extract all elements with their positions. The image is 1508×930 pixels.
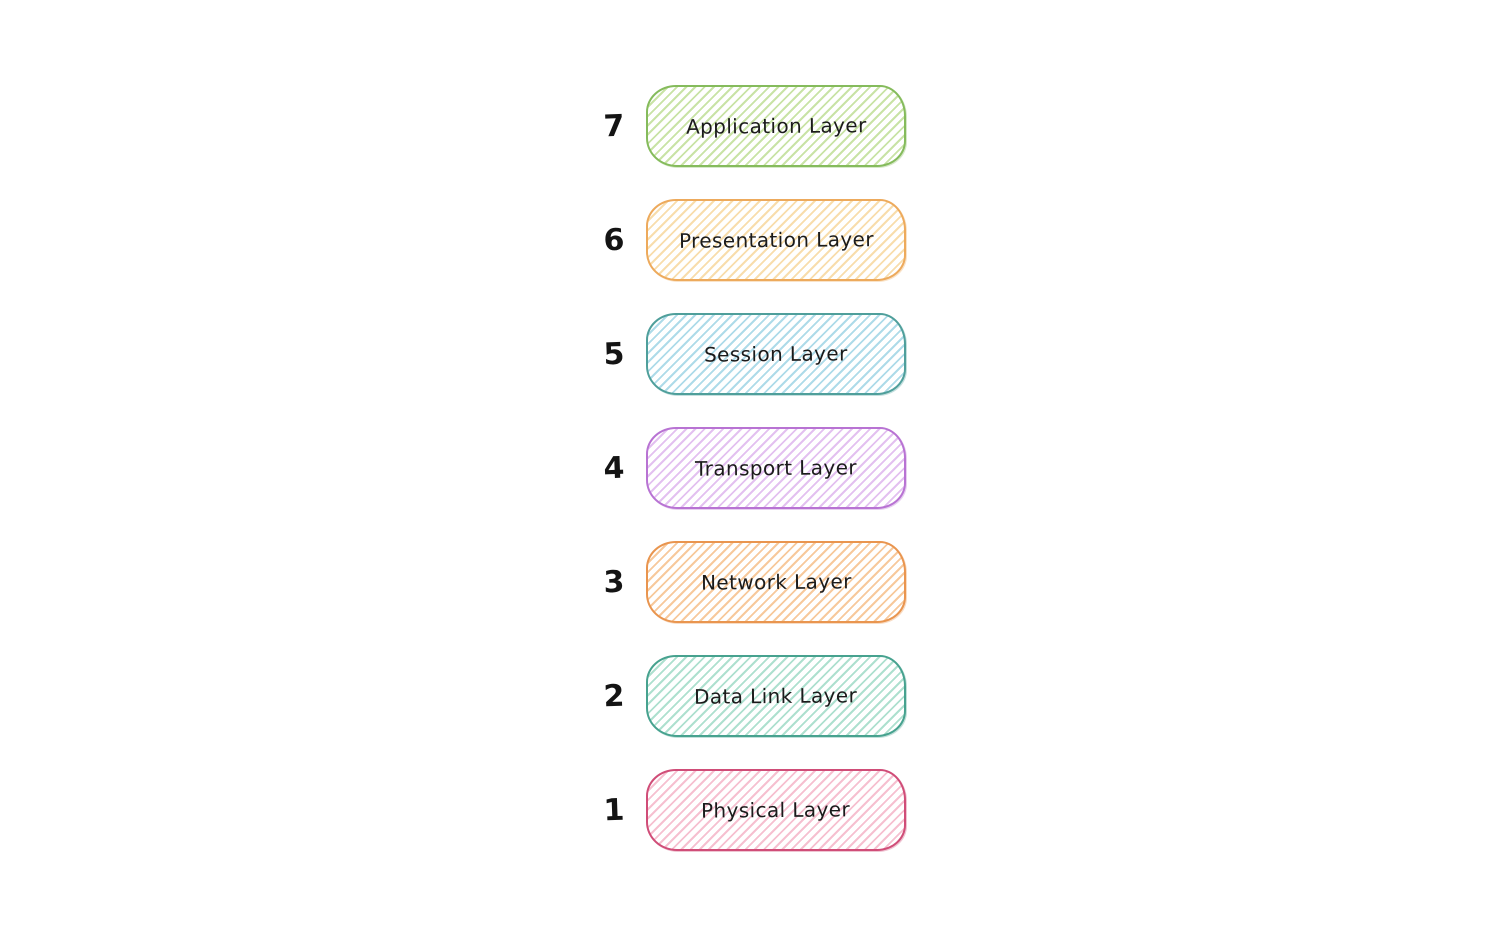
layer-row: 4 Transport Layer — [592, 427, 906, 509]
layer-label: Transport Layer — [694, 455, 858, 481]
layer-box: Presentation Layer — [646, 199, 906, 281]
layer-label: Data Link Layer — [694, 683, 858, 709]
layer-label: Application Layer — [685, 113, 867, 139]
layer-row: 6 Presentation Layer — [592, 199, 906, 281]
layer-box: Physical Layer — [646, 769, 906, 851]
layer-number: 3 — [602, 564, 626, 600]
osi-layer-stack: 7 Application Layer 6 Presentation Layer… — [592, 85, 906, 851]
layer-row: 1 Physical Layer — [592, 769, 906, 851]
layer-label: Physical Layer — [701, 797, 851, 823]
layer-number: 1 — [602, 792, 626, 828]
layer-number: 7 — [602, 108, 626, 144]
layer-box: Network Layer — [646, 541, 906, 623]
layer-label: Presentation Layer — [678, 227, 874, 253]
layer-label: Network Layer — [700, 569, 852, 595]
layer-number: 5 — [602, 336, 626, 372]
layer-box: Session Layer — [646, 313, 906, 395]
layer-box: Data Link Layer — [646, 655, 906, 737]
layer-box: Application Layer — [646, 85, 906, 167]
layer-row: 3 Network Layer — [592, 541, 906, 623]
layer-row: 2 Data Link Layer — [592, 655, 906, 737]
layer-box: Transport Layer — [646, 427, 906, 509]
layer-row: 7 Application Layer — [592, 85, 906, 167]
layer-label: Session Layer — [704, 341, 848, 367]
layer-number: 6 — [602, 222, 626, 258]
layer-row: 5 Session Layer — [592, 313, 906, 395]
layer-number: 4 — [602, 450, 626, 486]
layer-number: 2 — [602, 678, 626, 714]
